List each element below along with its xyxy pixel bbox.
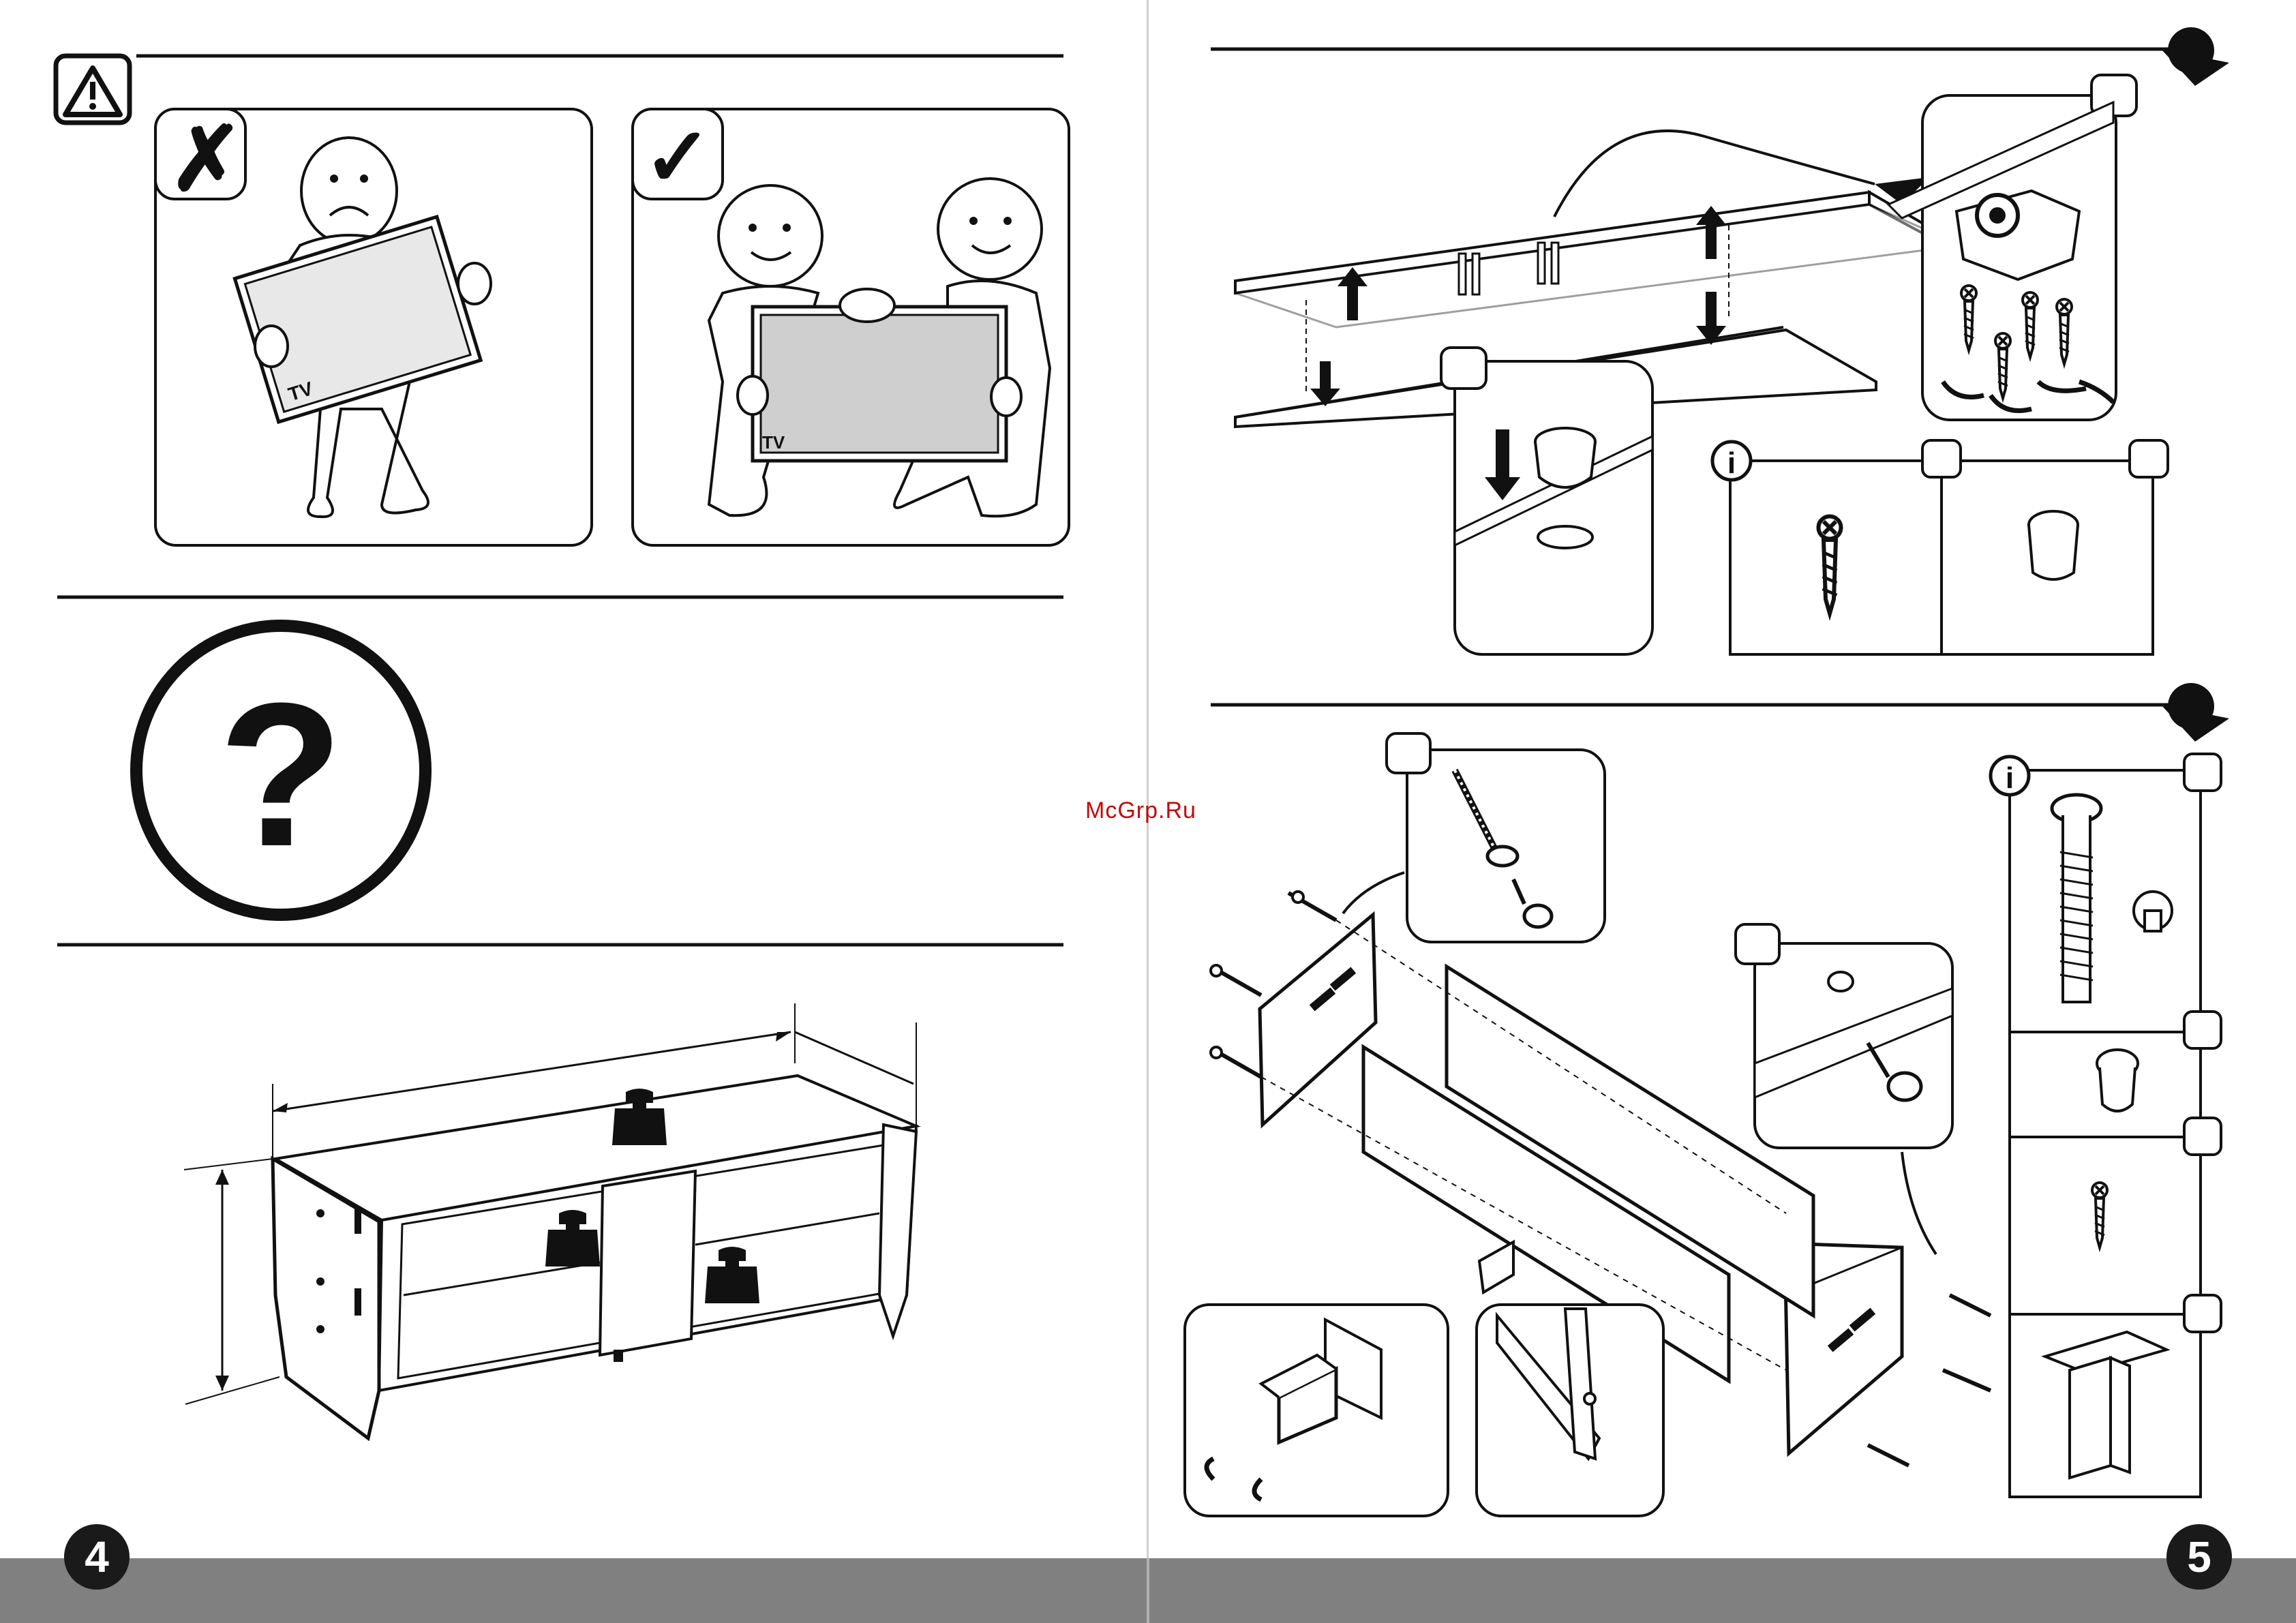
correct-carry-panel: TV ✓ bbox=[633, 109, 1069, 545]
svg-text:i: i bbox=[1727, 446, 1736, 480]
shelf-assembly-drawing: i bbox=[1235, 75, 2168, 654]
step-marker-icon bbox=[2168, 683, 2214, 729]
step-marker-icon bbox=[2168, 27, 2214, 74]
wrong-carry-panel: TV ✗ bbox=[155, 109, 592, 545]
info-icon: i bbox=[1991, 757, 2029, 795]
tv-stand-dimension-drawing bbox=[184, 1003, 916, 1438]
page-number-right: 5 bbox=[2166, 1524, 2232, 1590]
footer-divider bbox=[1147, 1558, 1149, 1623]
question-icon: ? bbox=[136, 626, 425, 915]
info-icon: i bbox=[1712, 442, 1751, 480]
svg-text:?: ? bbox=[218, 660, 343, 889]
watermark: McGrp.Ru bbox=[1085, 798, 1196, 824]
tv-label-correct: TV bbox=[762, 432, 785, 453]
page-number-left: 4 bbox=[64, 1524, 130, 1590]
svg-text:i: i bbox=[2006, 761, 2014, 795]
warning-icon bbox=[56, 56, 130, 123]
frame-assembly-drawing: i bbox=[1185, 733, 2221, 1516]
right-page-art: i bbox=[1185, 27, 2229, 1516]
wrong-mark-icon: ✗ bbox=[169, 109, 243, 209]
left-page-art: TV ✗ TV ✓ bbox=[56, 56, 1069, 1438]
correct-mark-icon: ✓ bbox=[644, 112, 712, 203]
